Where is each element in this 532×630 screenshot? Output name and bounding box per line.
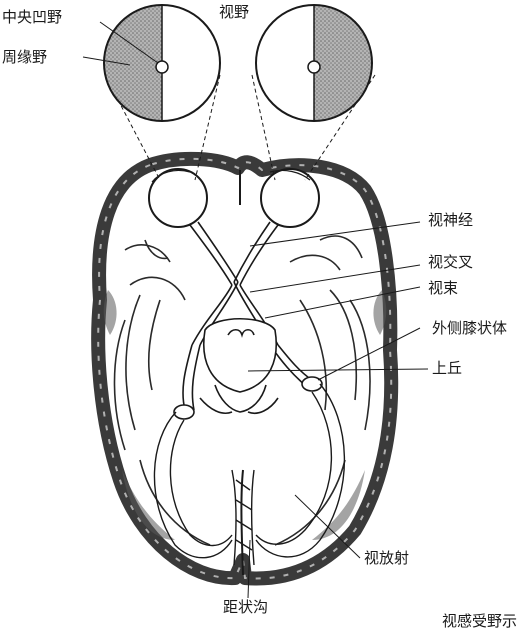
left-visual-field [104,5,220,121]
label-superior-colliculus: 上丘 [432,361,462,376]
label-optic-chiasm: 视交叉 [428,255,473,270]
label-optic-radiation: 视放射 [364,551,409,566]
label-optic-tract: 视束 [428,281,458,296]
right-eyeball [261,169,319,227]
right-fovea-marker [308,61,320,73]
left-eyeball [149,169,207,227]
label-central-fovea-field: 中央凹野 [2,10,62,25]
right-visual-field [256,5,372,121]
label-visual-field: 视野 [219,5,249,20]
label-lateral-geniculate: 外侧膝状体 [432,321,507,336]
label-optic-nerve: 视神经 [428,213,473,228]
label-peripheral-field: 周缘野 [2,50,47,65]
label-calcarine-sulcus: 距状沟 [223,600,268,615]
cropped-caption: 视感受野示 [442,614,517,629]
